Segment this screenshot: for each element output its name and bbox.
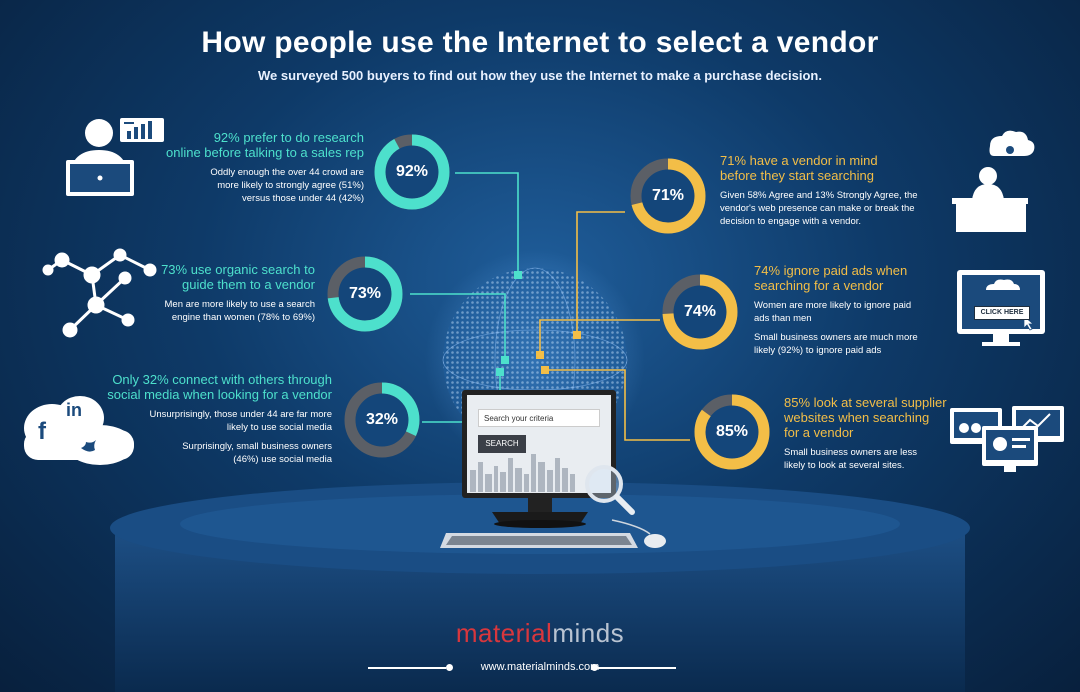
social-headline-1: Only 32% connect with others through — [112, 372, 332, 387]
footer-line-right — [598, 667, 676, 669]
ring-paid-ads: 74% — [660, 272, 740, 352]
vendor-body-1: Given 58% Agree and 13% Strongly Agree, … — [720, 190, 918, 201]
brand-part-2: minds — [552, 618, 625, 648]
vendor_in_mind-ring-svg — [630, 158, 706, 234]
ring-vendor-in-mind: 71% — [628, 156, 708, 236]
organic-ring-arc — [327, 256, 403, 332]
paid_ads-percent-label: 74% — [683, 303, 717, 320]
social-percent-label: 32% — [365, 411, 399, 428]
paid-ads-body-3: Small business owners are much more — [754, 332, 918, 343]
network-nodes-icon — [42, 248, 157, 338]
ring-social: 32% — [342, 380, 422, 460]
footer-dot-right — [591, 664, 598, 671]
research-body-1: Oddly enough the over 44 crowd are — [210, 167, 364, 178]
suppliers-ring-arc — [694, 394, 770, 470]
research-headline-2: online before talking to a sales rep — [165, 145, 364, 160]
vendor-headline-2: before they start searching — [720, 168, 874, 183]
page-subtitle: We surveyed 500 buyers to find out how t… — [258, 68, 822, 83]
research-ring-arc — [374, 134, 450, 210]
suppliers-ring-center — [705, 405, 759, 459]
vendor_in_mind-ring-center — [641, 169, 695, 223]
research-percent-label: 92% — [395, 163, 429, 180]
social-body-3: Surprisingly, small business owners — [182, 441, 332, 452]
search-button[interactable]: SEARCH — [478, 435, 526, 453]
linkedin-icon: in — [66, 400, 82, 420]
organic-ring-center — [338, 267, 392, 321]
research-headline-1: 92% prefer to do research — [213, 130, 364, 145]
suppliers-text: 85% look at several supplier websites wh… — [784, 395, 964, 472]
paid-ads-body-2: ads than men — [754, 313, 812, 324]
suppliers-body-2: likely to look at several sites. — [784, 460, 905, 471]
presenter-laptop-icon — [66, 118, 164, 196]
suppliers-percent-label: 85% — [715, 423, 749, 440]
brand-logo: materialminds — [0, 618, 1080, 649]
vendor_in_mind-percent-label: 71% — [651, 187, 685, 204]
paid_ads-ring-svg — [662, 274, 738, 350]
magnifier-icon — [585, 465, 635, 515]
page-title: How people use the Internet to select a … — [201, 26, 879, 59]
thinking-person-desk-icon — [952, 130, 1035, 232]
organic-headline-1: 73% use organic search to — [161, 262, 315, 277]
social-headline-2: social media when looking for a vendor — [107, 387, 332, 402]
keyboard-icon — [440, 533, 638, 548]
connector-nodes — [496, 271, 581, 376]
facebook-icon: f — [38, 418, 46, 445]
organic-percent-label: 73% — [348, 285, 382, 302]
research-text: 92% prefer to do research online before … — [124, 130, 364, 205]
social-ring-center — [355, 393, 409, 447]
vendor_in_mind-ring-arc — [630, 158, 706, 234]
ring-suppliers: 85% — [692, 392, 772, 472]
suppliers-headline-1: 85% look at several supplier — [784, 395, 947, 410]
paid_ads-ring-center — [673, 285, 727, 339]
social-ring-arc — [344, 382, 420, 458]
paid_ads-ring-arc — [662, 274, 738, 350]
research-ring-center — [385, 145, 439, 199]
footer-line-left — [368, 667, 446, 669]
suppliers-body-1: Small business owners are less — [784, 447, 918, 458]
search-input[interactable]: Search your criteria — [478, 409, 600, 427]
suppliers-ring-svg — [694, 394, 770, 470]
vendor-body-2: vendor's web presence can make or break … — [720, 203, 915, 214]
paid-ads-text: 74% ignore paid ads when searching for a… — [754, 263, 954, 357]
social-ring-svg — [344, 382, 420, 458]
footer-dot-left — [446, 664, 453, 671]
organic-text: 73% use organic search to guide them to … — [75, 262, 315, 324]
ring-research: 92% — [372, 132, 452, 212]
organic-body-2: engine than women (78% to 69%) — [171, 312, 315, 323]
research-body-3: versus those under 44 (42%) — [242, 193, 364, 204]
paid-ads-body-4: likely (92%) to ignore paid ads — [754, 345, 882, 356]
brand-part-1: material — [455, 618, 553, 648]
mouse-icon — [611, 519, 666, 548]
paid-ads-body-1: Women are more likely to ignore paid — [754, 300, 912, 311]
social-text: Only 32% connect with others through soc… — [72, 372, 332, 466]
ring-organic: 73% — [325, 254, 405, 334]
vendor-headline-1: 71% have a vendor in mind — [720, 153, 878, 168]
social-body-2: likely to use social media — [226, 422, 332, 433]
research-body-2: more likely to strongly agree (51%) — [217, 180, 364, 191]
organic-body-1: Men are more likely to use a search — [164, 299, 315, 310]
social-cloud-icon — [24, 396, 134, 465]
paid-ads-headline-1: 74% ignore paid ads when — [754, 263, 908, 278]
suppliers-headline-3: for a vendor — [784, 425, 854, 440]
social-body-4: (46%) use social media — [233, 454, 332, 465]
vendor-body-3: decision to engage with a vendor. — [720, 216, 862, 227]
social-body-1: Unsurprisingly, those under 44 are far m… — [149, 409, 332, 420]
multi-screen-icon — [950, 406, 1064, 472]
suppliers-headline-2: websites when searching — [784, 410, 930, 425]
vendor-text: 71% have a vendor in mind before they st… — [720, 153, 960, 228]
click-here-label: CLICK HERE — [974, 306, 1030, 320]
organic-headline-2: guide them to a vendor — [182, 277, 315, 292]
research-ring-svg — [374, 134, 450, 210]
footer-url: www.materialminds.com — [480, 661, 600, 673]
organic-ring-svg — [327, 256, 403, 332]
paid-ads-headline-2: searching for a vendor — [754, 278, 884, 293]
